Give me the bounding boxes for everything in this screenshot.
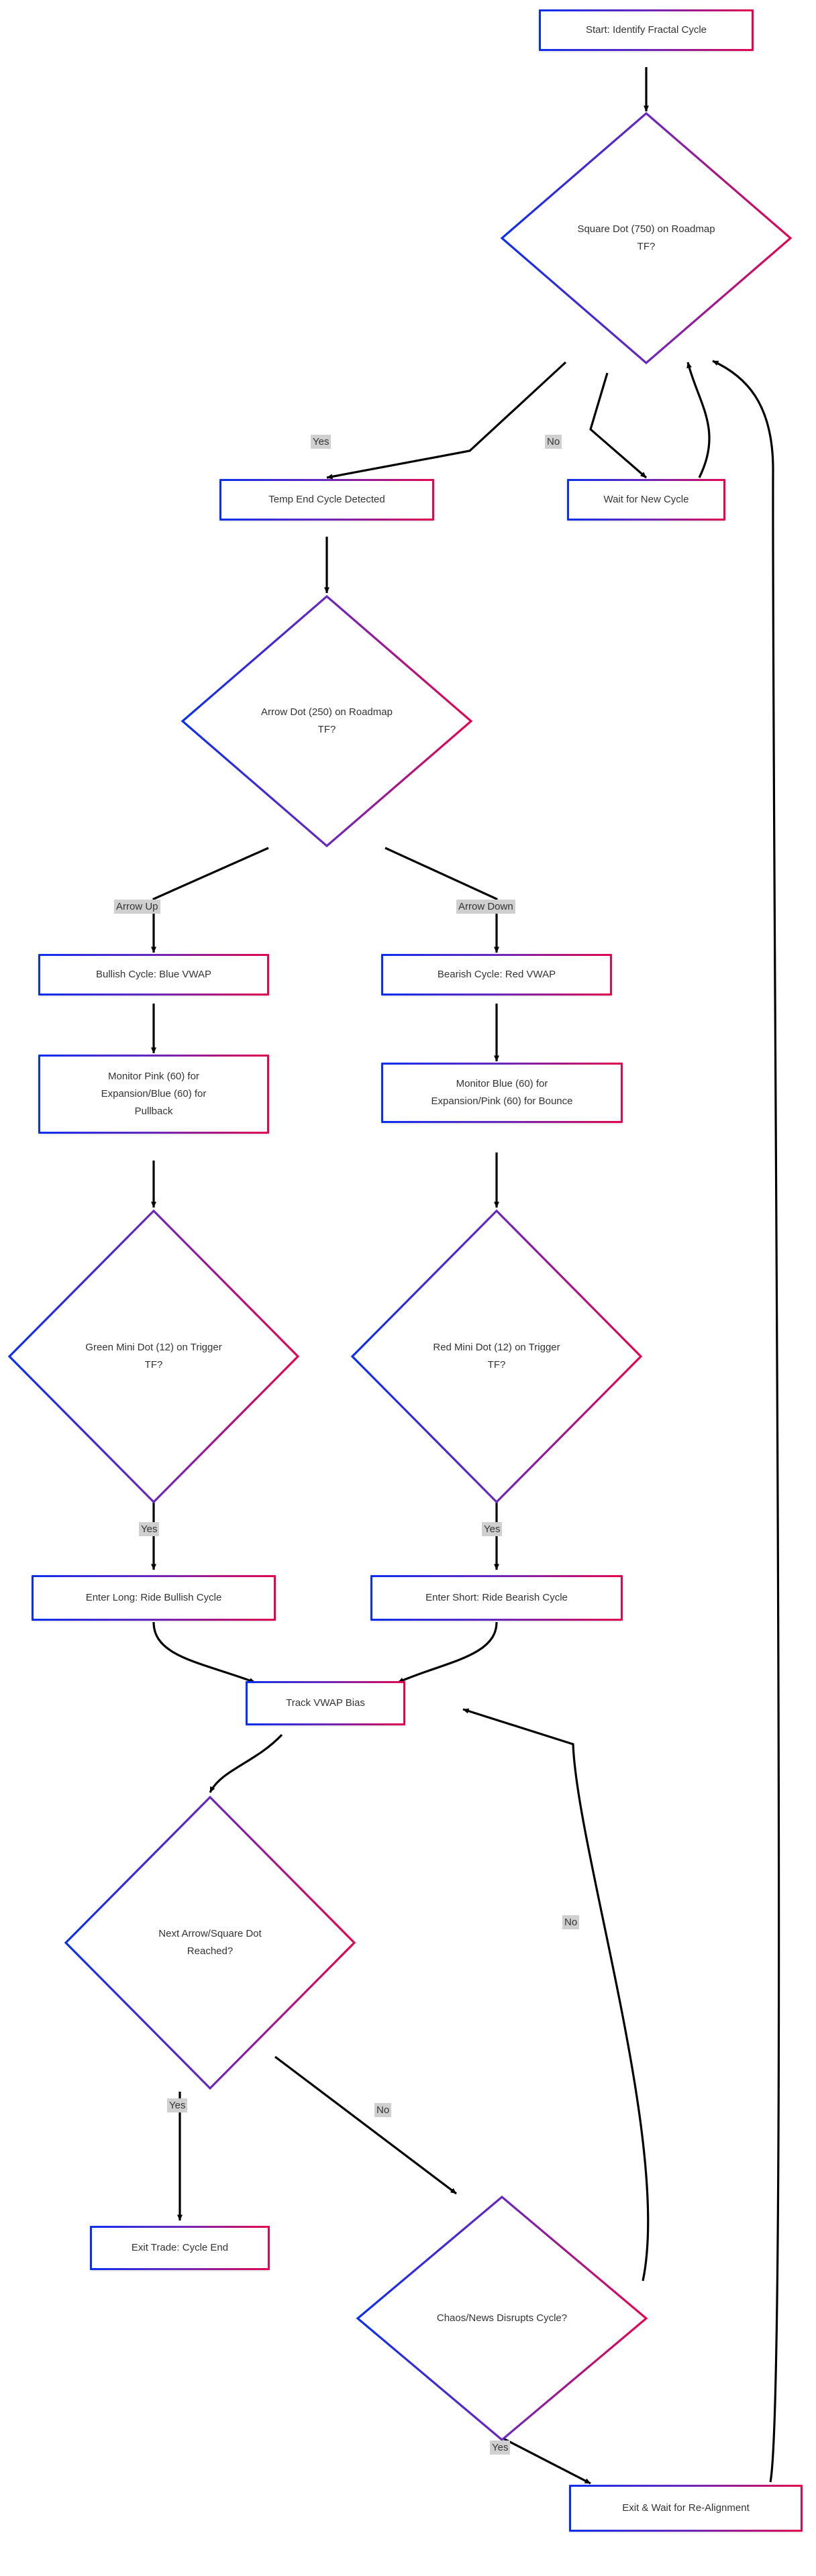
node-monitor-pink[interactable]: Monitor Pink (60) for Expansion/Blue (60… (38, 1055, 269, 1134)
node-arrow-dot[interactable]: Arrow Dot (250) on Roadmap TF? (181, 594, 473, 848)
node-monitor-blue-label: Monitor Blue (60) for Expansion/Pink (60… (431, 1078, 573, 1107)
node-bearish-cycle[interactable]: Bearish Cycle: Red VWAP (381, 954, 612, 996)
edge-label-yes-next-dot: Yes (167, 2098, 188, 2112)
edge-label-no-next-dot: No (374, 2103, 392, 2117)
node-temp-end[interactable]: Temp End Cycle Detected (219, 479, 434, 521)
edge-label-no-square-dot: No (545, 435, 562, 449)
node-chaos-news[interactable]: Chaos/News Disrupts Cycle? (356, 2195, 648, 2442)
edge-label-no-chaos: No (562, 1915, 580, 1929)
node-monitor-blue[interactable]: Monitor Blue (60) for Expansion/Pink (60… (381, 1063, 623, 1123)
node-red-mini-dot[interactable]: Red Mini Dot (12) on Trigger TF? (350, 1209, 643, 1504)
node-next-dot-reached[interactable]: Next Arrow/Square Dot Reached? (64, 1795, 356, 2090)
edge-label-arrow-down: Arrow Down (456, 900, 515, 914)
node-exit-wait-realignment-label: Exit & Wait for Re-Alignment (622, 2502, 750, 2514)
node-enter-long[interactable]: Enter Long: Ride Bullish Cycle (32, 1575, 276, 1621)
diamond-shape (356, 2195, 648, 2442)
node-temp-end-label: Temp End Cycle Detected (268, 494, 385, 505)
edge-label-arrow-up: Arrow Up (114, 900, 160, 914)
edge-label-yes-chaos: Yes (490, 2440, 511, 2455)
node-start[interactable]: Start: Identify Fractal Cycle (539, 9, 754, 51)
node-wait-new-cycle-label: Wait for New Cycle (603, 494, 689, 505)
diamond-shape (350, 1209, 643, 1504)
node-green-mini-dot[interactable]: Green Mini Dot (12) on Trigger TF? (7, 1209, 300, 1504)
node-start-label: Start: Identify Fractal Cycle (585, 24, 707, 36)
edge-label-yes-square-dot: Yes (311, 435, 332, 449)
diamond-shape (7, 1209, 300, 1504)
node-exit-wait-realignment[interactable]: Exit & Wait for Re-Alignment (569, 2485, 803, 2532)
diamond-shape (64, 1795, 356, 2090)
edge-label-yes-red-mini: Yes (482, 1522, 503, 1536)
diamond-shape (181, 594, 473, 848)
node-exit-trade[interactable]: Exit Trade: Cycle End (90, 2226, 270, 2270)
node-bearish-cycle-label: Bearish Cycle: Red VWAP (437, 969, 556, 980)
node-bullish-cycle-label: Bullish Cycle: Blue VWAP (95, 969, 211, 980)
node-exit-trade-label: Exit Trade: Cycle End (131, 2242, 229, 2253)
node-enter-short-label: Enter Short: Ride Bearish Cycle (425, 1592, 568, 1603)
diamond-shape (500, 111, 793, 365)
edge-label-yes-green-mini: Yes (139, 1522, 160, 1536)
node-track-vwap-bias-label: Track VWAP Bias (286, 1697, 365, 1709)
node-track-vwap-bias[interactable]: Track VWAP Bias (246, 1681, 405, 1725)
node-wait-new-cycle[interactable]: Wait for New Cycle (567, 479, 725, 521)
node-monitor-pink-label: Monitor Pink (60) for Expansion/Blue (60… (101, 1071, 207, 1117)
node-bullish-cycle[interactable]: Bullish Cycle: Blue VWAP (38, 954, 269, 996)
node-square-dot[interactable]: Square Dot (750) on Roadmap TF? (500, 111, 793, 365)
node-enter-short[interactable]: Enter Short: Ride Bearish Cycle (370, 1575, 623, 1621)
node-enter-long-label: Enter Long: Ride Bullish Cycle (85, 1592, 222, 1603)
